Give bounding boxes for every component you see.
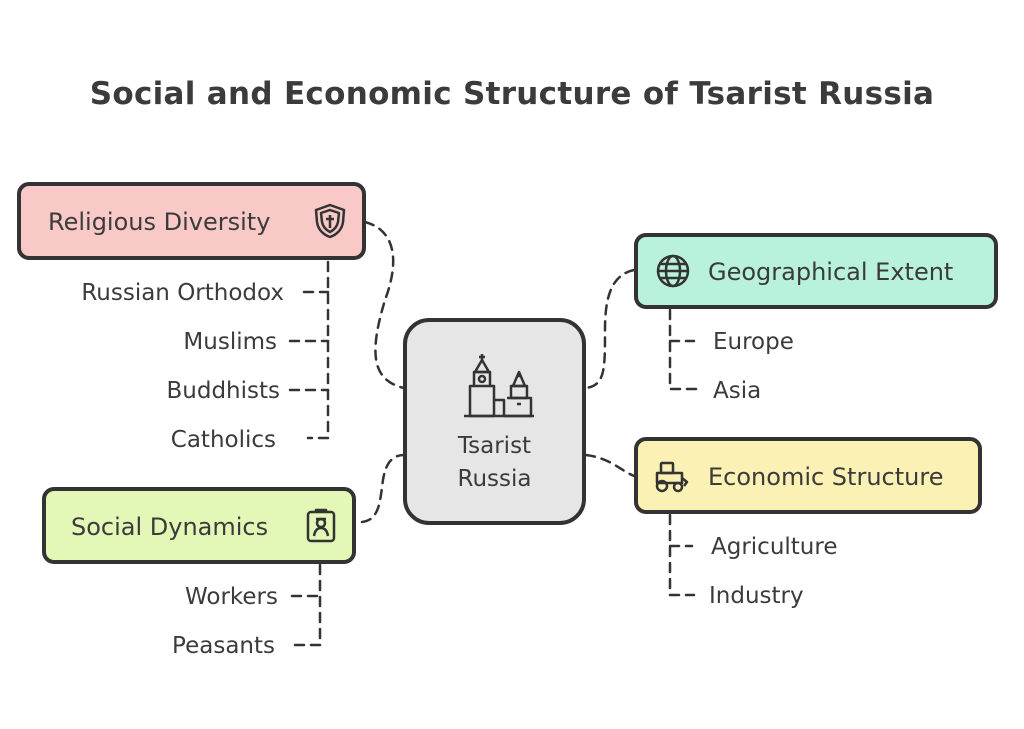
list-item: Asia: [713, 378, 762, 404]
shield-cross-icon: [311, 202, 349, 240]
religious-diversity-box: Religious Diversity: [17, 182, 366, 260]
economic-structure-label: Economic Structure: [708, 463, 944, 491]
list-item: Buddhists: [166, 378, 280, 404]
list-item: Peasants: [172, 633, 275, 659]
globe-icon: [654, 252, 692, 290]
list-item: Industry: [709, 583, 804, 609]
list-item: Agriculture: [711, 534, 838, 560]
religious-diversity-label: Religious Diversity: [48, 208, 271, 236]
list-item: Europe: [713, 329, 794, 355]
diagram-title: Social and Economic Structure of Tsarist…: [89, 76, 935, 112]
economic-structure-box: Economic Structure: [634, 437, 982, 514]
geographical-extent-box: Geographical Extent: [634, 233, 998, 309]
list-item: Workers: [184, 584, 278, 610]
list-item: Catholics: [170, 427, 276, 453]
worker-badge-icon: [302, 507, 340, 545]
social-dynamics-label: Social Dynamics: [71, 513, 269, 541]
tractor-icon: [652, 457, 690, 495]
list-item: Russian Orthodox: [81, 280, 284, 306]
list-item: Muslims: [183, 329, 277, 355]
center-label-line2: Russia: [457, 466, 532, 492]
geographical-extent-label: Geographical Extent: [708, 258, 954, 286]
center-label-line1: Tsarist: [457, 433, 532, 459]
tsarist-russia-center-node: Tsarist Russia: [403, 318, 586, 525]
social-dynamics-box: Social Dynamics: [42, 487, 356, 564]
kremlin-church-icon: [461, 352, 537, 422]
